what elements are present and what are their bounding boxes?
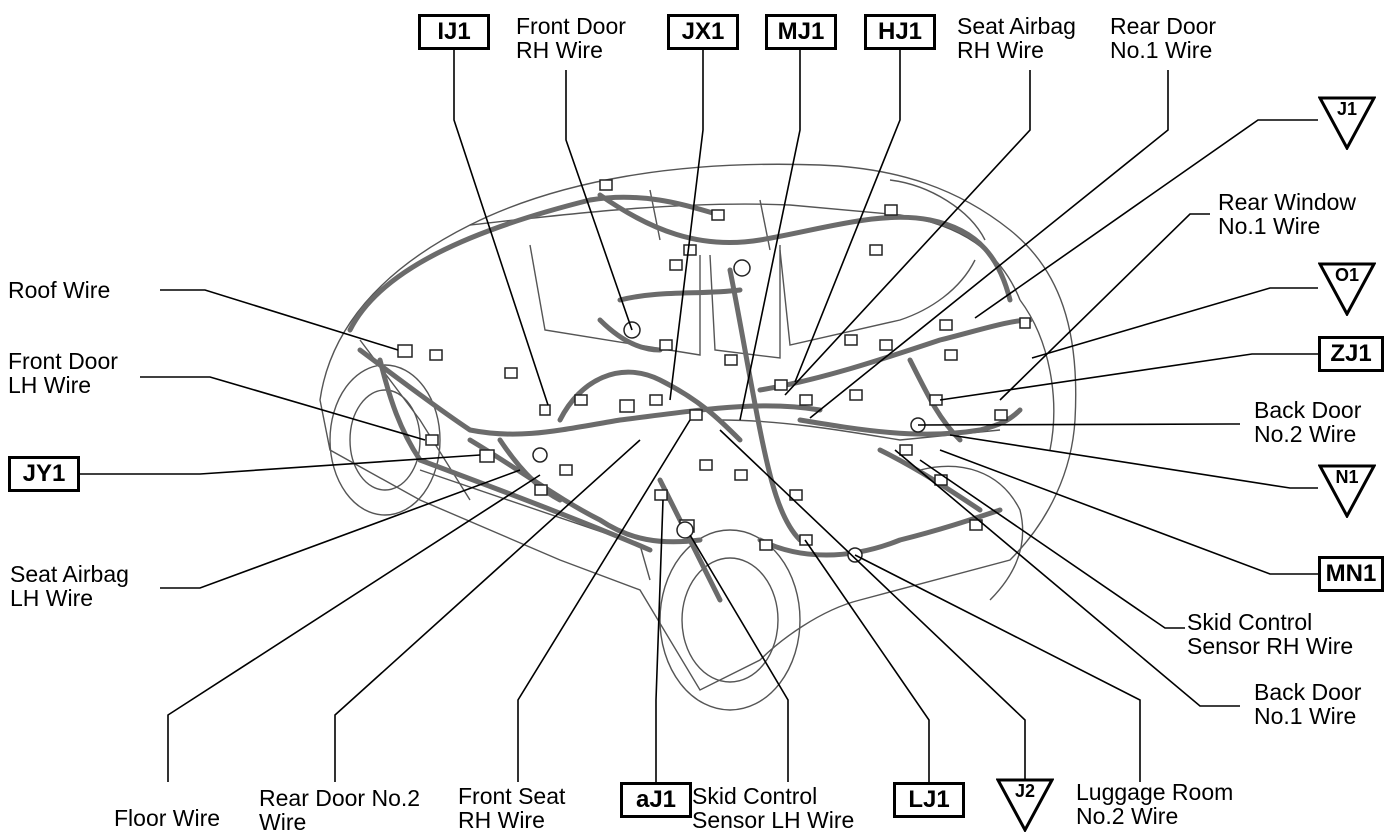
label-line: No.2 Wire xyxy=(1254,421,1357,447)
label-back-door-no2-wire: Back Door No.2 Wire xyxy=(1254,398,1361,446)
label-back-door-no1-wire: Back Door No.1 Wire xyxy=(1254,680,1361,728)
connector-code-mn1: MN1 xyxy=(1318,556,1384,592)
ground-point-j1: J1 xyxy=(1318,96,1376,150)
label-line: Floor Wire xyxy=(114,805,221,831)
label-skid-control-sensor-lh-wire: Skid Control Sensor LH Wire xyxy=(692,784,854,832)
connector-code-ij1: IJ1 xyxy=(418,14,490,50)
ground-point-j2: J2 xyxy=(996,778,1054,832)
label-line: Back Door xyxy=(1254,679,1362,705)
label-front-door-rh-wire: Front Door RH Wire xyxy=(516,14,626,62)
label-line: Skid Control xyxy=(1187,609,1313,635)
connector-code-mj1: MJ1 xyxy=(765,14,837,50)
label-line: RH Wire xyxy=(516,37,603,63)
ground-point-n1: N1 xyxy=(1318,464,1376,518)
connector-code-jy1: JY1 xyxy=(8,456,80,492)
label-line: Sensor LH Wire xyxy=(692,807,855,833)
connector-code-jx1: JX1 xyxy=(667,14,739,50)
label-rear-door-no2-wire: Rear Door No.2 Wire xyxy=(259,786,420,834)
label-line: Back Door xyxy=(1254,397,1362,423)
ground-code: J2 xyxy=(1014,781,1036,801)
label-line: No.1 Wire xyxy=(1110,37,1213,63)
label-line: Front Door xyxy=(516,13,626,39)
label-front-seat-rh-wire: Front Seat RH Wire xyxy=(458,784,565,832)
label-luggage-room-no2-wire: Luggage Room No.2 Wire xyxy=(1076,780,1233,828)
label-line: Sensor RH Wire xyxy=(1187,633,1354,659)
harness-connectors xyxy=(397,179,1031,563)
label-line: Front Door xyxy=(8,348,118,374)
ground-code: N1 xyxy=(1335,467,1359,487)
label-floor-wire: Floor Wire xyxy=(114,806,220,830)
triangle-icon xyxy=(1318,464,1376,518)
ground-point-o1: O1 xyxy=(1318,262,1376,316)
label-line: No.1 Wire xyxy=(1254,703,1357,729)
label-seat-airbag-lh-wire: Seat Airbag LH Wire xyxy=(10,562,129,610)
label-rear-door-no1-wire: Rear Door No.1 Wire xyxy=(1110,14,1216,62)
label-line: RH Wire xyxy=(458,807,545,833)
leader-lines xyxy=(80,50,1318,782)
label-line: RH Wire xyxy=(957,37,1044,63)
label-line: Rear Window xyxy=(1218,189,1357,215)
label-line: Luggage Room xyxy=(1076,779,1234,805)
triangle-icon xyxy=(1318,262,1376,316)
triangle-icon xyxy=(1318,96,1376,150)
label-line: No.1 Wire xyxy=(1218,213,1321,239)
label-roof-wire: Roof Wire xyxy=(8,278,110,302)
connector-code-aj1: aJ1 xyxy=(620,782,692,818)
ground-code: J1 xyxy=(1336,99,1358,119)
triangle-icon xyxy=(996,778,1054,832)
label-line: Seat Airbag xyxy=(957,13,1076,39)
label-front-door-lh-wire: Front Door LH Wire xyxy=(8,349,118,397)
label-line: LH Wire xyxy=(8,372,92,398)
label-line: Rear Door xyxy=(1110,13,1217,39)
label-line: Skid Control xyxy=(692,783,818,809)
label-line: Rear Door No.2 xyxy=(259,785,421,811)
label-line: Front Seat xyxy=(458,783,566,809)
label-rear-window-no1-wire: Rear Window No.1 Wire xyxy=(1218,190,1356,238)
label-line: LH Wire xyxy=(10,585,94,611)
ground-code: O1 xyxy=(1334,265,1359,285)
label-line: Wire xyxy=(259,809,307,835)
connector-code-hj1: HJ1 xyxy=(864,14,936,50)
connector-code-zj1: ZJ1 xyxy=(1318,336,1384,372)
wire-harnesses xyxy=(347,192,1033,603)
connector-code-lj1: LJ1 xyxy=(893,782,965,818)
label-line: Seat Airbag xyxy=(10,561,129,587)
label-line: Roof Wire xyxy=(8,277,111,303)
label-skid-control-sensor-rh-wire: Skid Control Sensor RH Wire xyxy=(1187,610,1353,658)
label-seat-airbag-rh-wire: Seat Airbag RH Wire xyxy=(957,14,1076,62)
label-line: No.2 Wire xyxy=(1076,803,1179,829)
